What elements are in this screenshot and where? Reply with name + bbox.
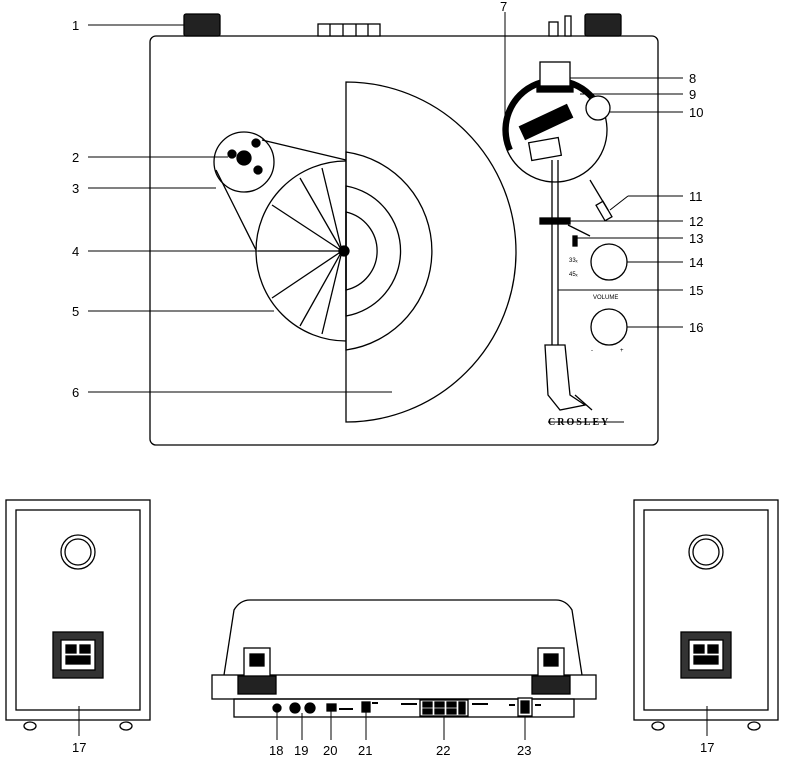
callout-21: 21 bbox=[358, 743, 372, 758]
anti-skate-knob bbox=[585, 95, 611, 121]
callout-16: 16 bbox=[689, 320, 703, 335]
speaker-left bbox=[5, 499, 151, 731]
rear-hinge-right bbox=[531, 647, 571, 695]
record-label-area bbox=[345, 185, 402, 317]
rear-port-23 bbox=[517, 697, 533, 717]
callout-13: 13 bbox=[689, 231, 703, 246]
rear-tiny-labels bbox=[339, 702, 541, 710]
speed-45-label: 45ₓ bbox=[569, 272, 578, 278]
top-connectors bbox=[317, 15, 572, 37]
callout-17-left: 17 bbox=[72, 740, 86, 755]
callout-15: 15 bbox=[689, 283, 703, 298]
speed-33-label: 33ₓ bbox=[569, 258, 578, 264]
turntable-top-view bbox=[149, 13, 659, 446]
rear-port-21 bbox=[361, 701, 371, 713]
callout-9: 9 bbox=[689, 87, 696, 102]
hinge-left bbox=[183, 13, 221, 37]
callout-1: 1 bbox=[72, 18, 79, 33]
volume-max-label: + bbox=[620, 348, 624, 354]
volume-label: VOLUME bbox=[593, 295, 618, 301]
callout-3: 3 bbox=[72, 181, 79, 196]
callout-7: 7 bbox=[500, 0, 507, 14]
callout-4: 4 bbox=[72, 244, 79, 259]
tonearm-assembly bbox=[502, 61, 613, 411]
label-inner bbox=[345, 211, 378, 291]
hinge-right bbox=[584, 13, 622, 37]
callout-12: 12 bbox=[689, 214, 703, 229]
callout-19: 19 bbox=[294, 743, 308, 758]
turntable-body bbox=[149, 35, 659, 446]
rear-port-19b bbox=[304, 702, 316, 714]
callout-17-right: 17 bbox=[700, 740, 714, 755]
spokes bbox=[258, 167, 343, 335]
callout-20: 20 bbox=[323, 743, 337, 758]
leader-lines bbox=[88, 12, 683, 393]
callout-2: 2 bbox=[72, 150, 79, 165]
callout-11: 11 bbox=[689, 189, 703, 204]
spindle bbox=[338, 245, 350, 257]
speed-knob bbox=[590, 243, 628, 281]
callout-23: 23 bbox=[517, 743, 531, 758]
speaker-right bbox=[633, 499, 779, 731]
callout-6: 6 bbox=[72, 385, 79, 400]
headshell bbox=[544, 344, 587, 411]
callout-22: 22 bbox=[436, 743, 450, 758]
rear-leader-lines bbox=[276, 711, 526, 740]
callout-5: 5 bbox=[72, 304, 79, 319]
callout-10: 10 bbox=[689, 105, 703, 120]
volume-min-label: - bbox=[591, 348, 593, 354]
rear-port-20 bbox=[326, 703, 337, 712]
platter-inner-ring bbox=[345, 151, 433, 351]
volume-knob bbox=[590, 308, 628, 346]
rear-hinge-left bbox=[237, 647, 277, 695]
adapter-holder bbox=[213, 131, 347, 251]
platter-half-disc bbox=[345, 81, 517, 423]
callout-8: 8 bbox=[689, 71, 696, 86]
rear-lid bbox=[223, 599, 583, 676]
turntable-rear-view bbox=[211, 599, 597, 718]
callout-14: 14 bbox=[689, 255, 703, 270]
counterweight bbox=[539, 61, 571, 89]
callout-18: 18 bbox=[269, 743, 283, 758]
rear-port-19a bbox=[289, 702, 301, 714]
rear-port-22 bbox=[419, 699, 469, 717]
rear-port-18 bbox=[272, 703, 282, 713]
